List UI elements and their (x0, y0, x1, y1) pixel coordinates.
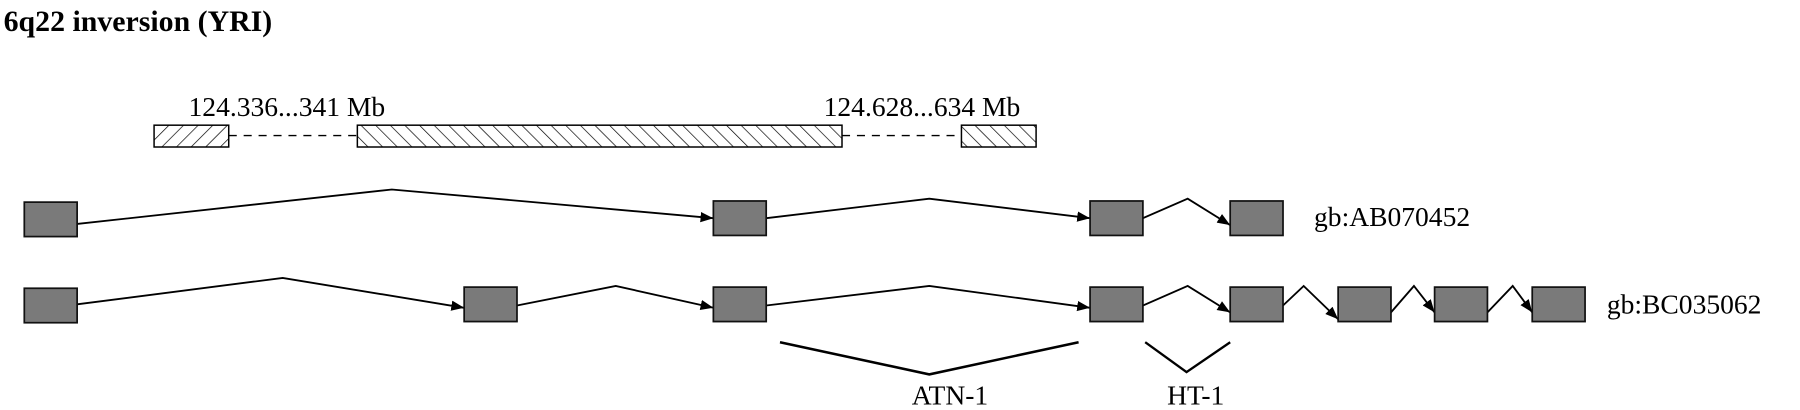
exon (1531, 286, 1586, 323)
transcript-ab070452: gb:AB070452 (23, 188, 1470, 238)
transcript-label: gb:BC035062 (1607, 289, 1762, 320)
intron-line (1142, 284, 1231, 314)
right-breakpoint-box (960, 124, 1037, 148)
region-atn-1: ATN-1 (779, 341, 1079, 410)
intron-line (1390, 284, 1436, 313)
region-label: HT-1 (1167, 379, 1224, 410)
intron-line (516, 285, 714, 311)
left-breakpoint-box (153, 124, 230, 148)
intron-line (766, 197, 1091, 222)
exon (712, 286, 768, 323)
exon (23, 201, 78, 238)
transcript-bc035062: gb:BC035062 (23, 276, 1762, 324)
region-ht-1: HT-1 (1144, 341, 1231, 410)
inverted-segment-box (356, 124, 843, 148)
exon (23, 287, 78, 324)
region-label: ATN-1 (912, 379, 989, 410)
intron-line (77, 188, 714, 225)
intron-line (77, 276, 465, 311)
exon (712, 200, 768, 237)
intron-line (1282, 284, 1339, 320)
exon (463, 286, 518, 323)
breakpoint-track: 124.336...341 Mb 124.628...634 Mb (153, 91, 1037, 148)
exon (1433, 286, 1489, 323)
exon (1337, 286, 1392, 323)
right-breakpoint-label: 124.628...634 Mb (824, 91, 1021, 122)
exon (1089, 286, 1144, 323)
figure-title: 6q22 inversion (YRI) (4, 5, 273, 38)
exon (1229, 286, 1284, 323)
left-breakpoint-label: 124.336...341 Mb (189, 91, 386, 122)
exon (1089, 200, 1144, 237)
exon (1229, 200, 1284, 237)
region-bracket (779, 341, 1079, 376)
region-bracket (1144, 341, 1231, 374)
transcript-label: gb:AB070452 (1314, 201, 1470, 232)
intron-line (1142, 197, 1231, 226)
intron-line (1486, 284, 1533, 314)
intron-line (766, 285, 1091, 312)
